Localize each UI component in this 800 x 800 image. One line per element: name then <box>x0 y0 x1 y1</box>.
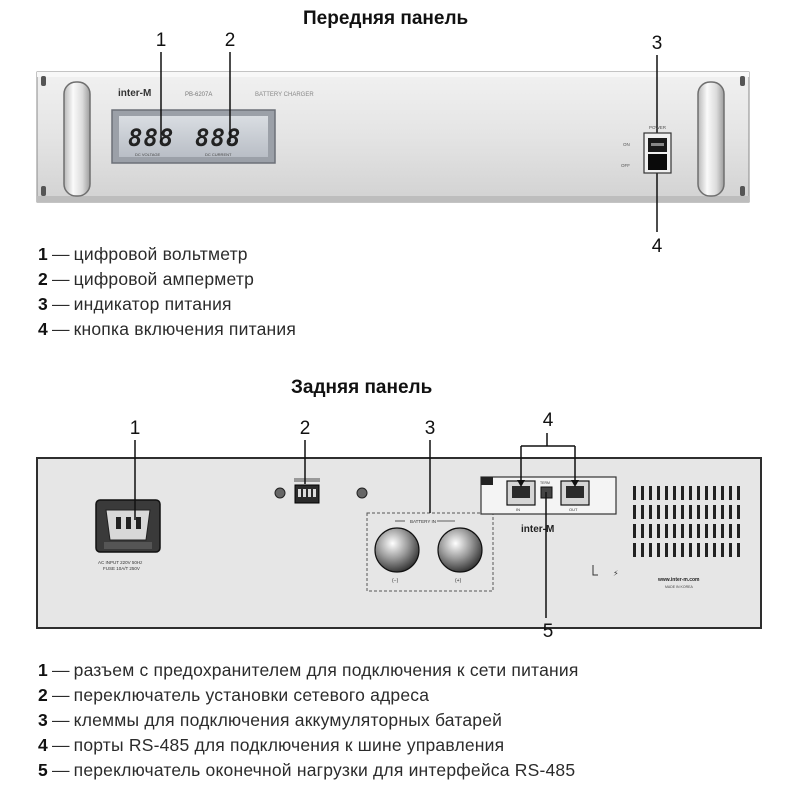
rear-legend: 1—разъем с предохранителем для подключен… <box>38 658 579 783</box>
legend-item: 3—клеммы для подключения аккумуляторных … <box>38 710 503 730</box>
battery-terminal-plus <box>437 527 483 573</box>
voltmeter-display: 888 <box>128 124 174 152</box>
legend-item: 2—цифровой амперметр <box>38 269 255 289</box>
legend-item: 2—переключатель установки сетевого адрес… <box>38 685 430 705</box>
rear-callout-1: 1 <box>129 418 141 439</box>
left-handle <box>63 81 91 197</box>
legend-num: 2 <box>38 269 48 289</box>
legend-text: переключатель установки сетевого адреса <box>73 685 430 705</box>
front-device-name: BATTERY CHARGER <box>255 92 314 98</box>
front-callout-1: 1 <box>155 30 167 51</box>
ammeter-label: DC CURRENT <box>205 152 232 157</box>
legend-item: 3—индикатор питания <box>38 294 232 314</box>
svg-text:OFF: OFF <box>621 163 630 168</box>
legend-num: 2 <box>38 685 48 705</box>
front-brand-logo: inter-M <box>118 88 151 99</box>
legend-num: 1 <box>38 660 48 680</box>
voltmeter-label: DC VOLTAGE <box>135 152 161 157</box>
right-handle <box>697 81 725 197</box>
legend-num: 4 <box>38 319 48 339</box>
rear-brand-logo: inter-M <box>521 524 554 535</box>
legend-item: 5—переключатель оконечной нагрузки для и… <box>38 760 576 780</box>
svg-text:BATTERY IN: BATTERY IN <box>410 519 436 524</box>
svg-text:IN: IN <box>516 507 520 512</box>
front-panel-title: Передняя панель <box>303 8 469 29</box>
legend-text: разъем с предохранителем для подключения… <box>73 660 579 680</box>
power-switch-area: POWER ON OFF <box>621 125 672 174</box>
display-window: 888 888 DC VOLTAGE DC CURRENT <box>111 109 276 164</box>
svg-text:TERM: TERM <box>540 481 550 485</box>
rear-vents <box>628 486 740 557</box>
battery-terminal-minus <box>374 527 420 573</box>
battery-terminals: BATTERY IN (−) (+) <box>366 512 494 592</box>
legend-text: индикатор питания <box>73 294 232 314</box>
svg-text:(+): (+) <box>455 578 462 584</box>
legend-item: 1—цифровой вольтметр <box>38 244 248 264</box>
legend-num: 3 <box>38 294 48 314</box>
front-callout-4: 4 <box>651 236 663 257</box>
legend-text: цифровой вольтметр <box>73 244 248 264</box>
svg-text:POWER: POWER <box>649 125 667 130</box>
legend-text: цифровой амперметр <box>73 269 255 289</box>
rear-callout-5: 5 <box>542 621 554 642</box>
legend-num: 1 <box>38 244 48 264</box>
legend-text: клеммы для подключения аккумуляторных ба… <box>73 710 503 730</box>
rear-callout-3: 3 <box>424 418 436 439</box>
legend-text: порты RS-485 для подключения к шине упра… <box>73 735 505 755</box>
ammeter-display: 888 <box>195 124 241 152</box>
legend-num: 3 <box>38 710 48 730</box>
svg-text:www.inter-m.com: www.inter-m.com <box>657 577 700 583</box>
legend-item: 4—порты RS-485 для подключения к шине уп… <box>38 735 505 755</box>
power-button <box>648 154 667 170</box>
legend-text: кнопка включения питания <box>73 319 297 339</box>
legend-item: 1—разъем с предохранителем для подключен… <box>38 660 579 680</box>
ac-inlet: AC INPUT 220V 50Hz FUSE 10A/T 250V <box>95 499 161 571</box>
legend-num: 5 <box>38 760 48 780</box>
rear-panel-title: Задняя панель <box>291 377 433 398</box>
svg-text:FUSE 10A/T 250V: FUSE 10A/T 250V <box>103 566 140 571</box>
svg-text:⚡: ⚡ <box>613 569 619 578</box>
svg-text:AC INPUT 220V 50Hz: AC INPUT 220V 50Hz <box>98 560 143 565</box>
rs485-module: IN OUT TERM <box>480 476 617 515</box>
rear-callout-4: 4 <box>542 410 554 431</box>
legend-item: 4—кнопка включения питания <box>38 319 297 339</box>
address-dip-switch <box>294 478 320 504</box>
legend-text: переключатель оконечной нагрузки для инт… <box>73 760 576 780</box>
rear-callout-2: 2 <box>299 418 311 439</box>
front-callout-3: 3 <box>651 33 663 54</box>
svg-text:MADE IN KOREA: MADE IN KOREA <box>665 585 693 589</box>
svg-text:OUT: OUT <box>569 507 578 512</box>
legend-num: 4 <box>38 735 48 755</box>
svg-text:(−): (−) <box>392 578 399 584</box>
front-legend: 1—цифровой вольтметр 2—цифровой ампермет… <box>38 242 296 342</box>
front-callout-2: 2 <box>224 30 236 51</box>
front-model-label: PB-6207A <box>185 92 212 98</box>
svg-text:ON: ON <box>623 142 630 147</box>
